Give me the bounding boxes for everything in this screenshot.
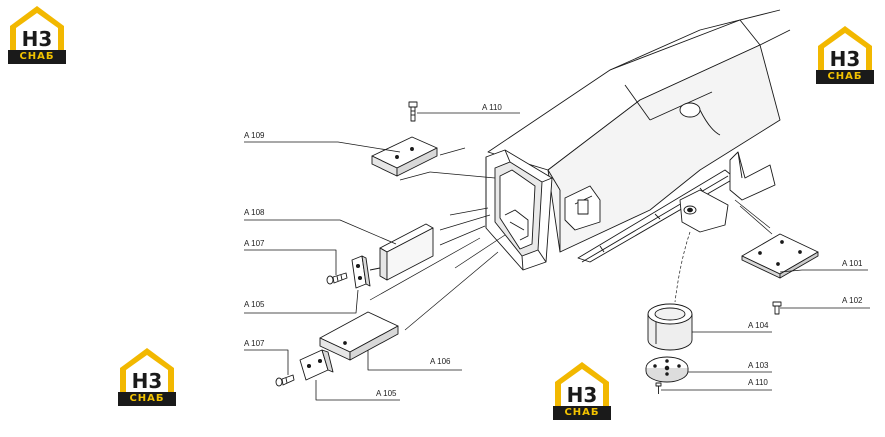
assembly-leader-lines	[369, 147, 773, 331]
part-a106-plate	[319, 311, 399, 361]
part-a110-bolt-top	[408, 101, 418, 122]
logo-mark: H3	[567, 383, 598, 407]
part-a101-plate	[741, 233, 819, 279]
part-a110-screw-bottom	[655, 382, 662, 394]
house-logo-icon: H3	[818, 26, 872, 71]
label-a110-bottom: A 110	[748, 378, 768, 387]
part-a105-bracket-bottom	[299, 349, 334, 381]
label-a105-top: A 105	[244, 300, 265, 309]
part-a107-screw-bottom	[275, 374, 295, 387]
part-a108-block	[379, 223, 434, 281]
label-a105-bottom: A 105	[376, 389, 397, 398]
boom-end-frame	[485, 149, 553, 271]
part-a109-plate	[371, 136, 438, 177]
label-a101: A 101	[842, 259, 863, 268]
part-a107-screw-top	[326, 272, 348, 285]
house-logo-icon: H3	[120, 348, 174, 393]
part-a105-bracket-top	[351, 255, 381, 289]
logo-brand-text: СНАБ	[816, 70, 874, 84]
brand-logo-watermark: H3 СНАБ	[816, 24, 874, 84]
part-a104-bushing	[647, 303, 693, 351]
part-a103-disc	[645, 356, 689, 383]
part-a102-screw	[772, 301, 782, 315]
logo-brand-text: СНАБ	[8, 50, 66, 64]
logo-mark: H3	[830, 47, 861, 71]
label-a107-bottom: A 107	[244, 339, 265, 348]
logo-brand-text: СНАБ	[553, 406, 611, 420]
brand-logo-watermark: H3 СНАБ	[118, 346, 176, 406]
logo-mark: H3	[132, 369, 163, 393]
brand-logo-watermark: H3 СНАБ	[553, 360, 611, 420]
boom-arm	[487, 9, 791, 253]
label-a106: A 106	[430, 357, 451, 366]
part-labels: A 110 A 109 A 108 A 107 A 105 A 107 A 10…	[244, 103, 863, 398]
label-a109: A 109	[244, 131, 265, 140]
house-logo-icon: H3	[10, 6, 64, 51]
logo-mark: H3	[22, 27, 53, 51]
label-a107-top: A 107	[244, 239, 265, 248]
label-a103: A 103	[748, 361, 769, 370]
label-a108: A 108	[244, 208, 265, 217]
label-a102: A 102	[842, 296, 863, 305]
label-leader-lines	[244, 112, 870, 401]
logo-brand-text: СНАБ	[118, 392, 176, 406]
slide-rail	[577, 151, 776, 263]
label-a104: A 104	[748, 321, 769, 330]
brand-logo-watermark: H3 СНАБ	[8, 4, 66, 64]
house-logo-icon: H3	[555, 362, 609, 407]
label-a110-top: A 110	[482, 103, 502, 112]
